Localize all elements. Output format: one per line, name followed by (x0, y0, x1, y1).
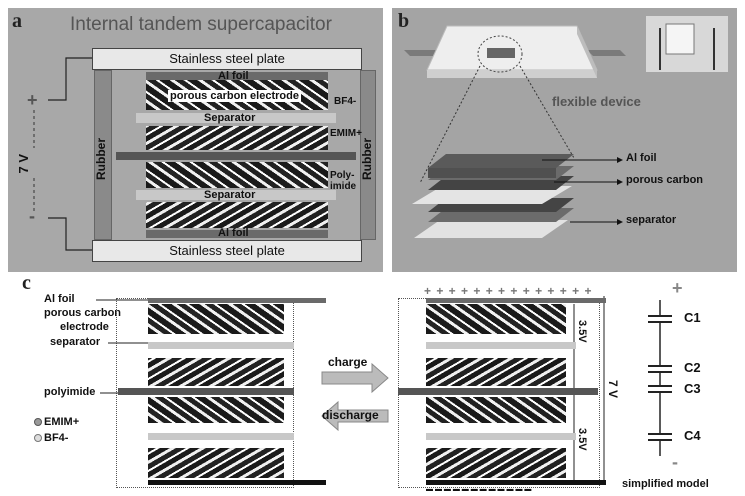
c-emim-label: EMIM+ (44, 416, 80, 428)
right-separator-bottom (426, 433, 576, 440)
al-foil-top-label: Al foil (218, 70, 249, 82)
left-al-foil-top (148, 298, 326, 303)
al-foil-bottom (146, 230, 328, 238)
rubber-left (94, 70, 112, 240)
c3-label: C3 (684, 381, 701, 396)
discharge-label: discharge (322, 408, 379, 422)
panel-b: b flexible device Al foil (392, 8, 737, 272)
panel-a-title: Internal tandem supercapacitor (70, 14, 332, 35)
v-top-label: 3.5V (576, 320, 588, 343)
left-polyimide (118, 388, 294, 395)
c-separator-label: separator (50, 336, 101, 348)
circuit-plus: + (672, 278, 683, 298)
polyimide-film (116, 152, 356, 160)
right-al-foil-top (426, 298, 606, 303)
separator-bottom (136, 190, 336, 200)
left-separator-bottom (148, 433, 294, 440)
al-foil-top (146, 72, 328, 80)
separator-top-label: Separator (204, 112, 256, 124)
flexible-device-label: flexible device (552, 94, 641, 109)
separator-bottom-label: Separator (204, 189, 256, 201)
right-polyimide (398, 388, 598, 395)
panel-c-lines (34, 296, 672, 482)
rubber-right (360, 70, 376, 240)
charge-label: charge (328, 355, 368, 369)
c-electrode-label: electrode (60, 321, 109, 333)
c-porous-carbon-label: porous carbon (44, 307, 122, 319)
right-separator-top (426, 342, 576, 349)
al-foil-bottom-label: Al foil (218, 227, 249, 239)
left-electrode-2 (148, 358, 284, 386)
b-porous-carbon-label: porous carbon (626, 174, 704, 186)
right-al-foil-bottom (426, 480, 606, 485)
porous-carbon-electrode-3 (146, 162, 328, 188)
circuit-minus: - (672, 452, 678, 472)
c4-label: C4 (684, 428, 701, 443)
panel-c-letter: c (22, 272, 31, 294)
electrode-label: porous carbon electrode (168, 90, 301, 102)
bf4-label: BF4- (334, 96, 357, 107)
polyimide-label: Poly-imide (330, 170, 357, 192)
b-separator-label: separator (626, 214, 677, 226)
panel-a: a Internal tandem supercapacitor Stainle… (8, 8, 383, 272)
panel-b-letter: b (398, 10, 410, 32)
v-bottom-label: 3.5V (576, 428, 588, 451)
panel-a-wires (33, 57, 92, 251)
device-illustration (404, 16, 728, 238)
porous-carbon-electrode-bottom (146, 202, 328, 228)
left-al-foil-bottom (148, 480, 326, 485)
right-electrode-3 (426, 397, 566, 423)
bottom-steel-plate: Stainless steel plate (92, 240, 362, 262)
v-total-label: 7 V (606, 380, 620, 399)
c-bf4-label: BF4- (44, 432, 69, 444)
panel-a-letter: a (12, 10, 22, 32)
right-electrode-4 (426, 448, 566, 478)
left-electrode-4 (148, 448, 284, 478)
c-al-foil-label: Al foil (44, 293, 75, 305)
left-electrode-3 (148, 397, 284, 423)
separator-top (136, 113, 336, 123)
right-electrode-1 (426, 304, 566, 334)
plus-charges-row: + + + + + + + + + + + + + + (424, 284, 593, 298)
minus-terminal: - (29, 206, 35, 226)
right-electrode-2 (426, 358, 566, 386)
c-polyimide-label: polyimide (44, 386, 96, 398)
plus-terminal: + (27, 90, 38, 110)
c1-label: C1 (684, 310, 701, 325)
emim-label: EMIM+ (330, 128, 362, 139)
porous-carbon-electrode-2 (146, 126, 328, 150)
minus-charges-row: ▬ ▬ ▬ ▬ ▬ ▬ ▬ ▬ ▬ ▬ ▬ ▬ (426, 486, 532, 493)
b-al-foil-label: Al foil (626, 152, 657, 164)
left-electrode-1 (148, 304, 284, 334)
left-separator-top (148, 342, 294, 349)
voltage-label: 7 V (16, 154, 31, 174)
c2-label: C2 (684, 360, 701, 375)
top-steel-plate: Stainless steel plate (92, 48, 362, 70)
simplified-model-label: simplified model (622, 478, 709, 490)
